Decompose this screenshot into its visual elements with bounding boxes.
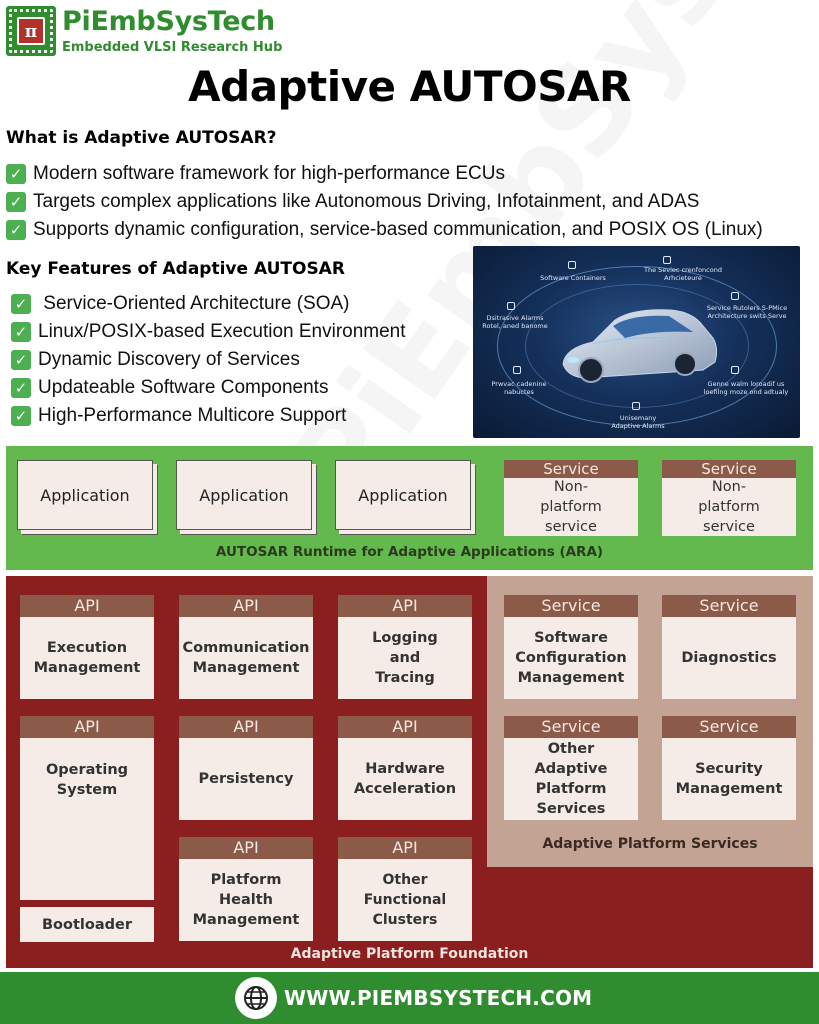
check-mark-icon: ✓ [11,378,31,398]
service-header: Service [504,716,638,738]
car-image [562,309,718,383]
service-header: Service [504,460,638,478]
service-block-diagnostics: Service Diagnostics [662,595,796,699]
feature-item: ✓High-Performance Multicore Support [11,405,346,427]
api-header: API [179,716,313,738]
application-block: Application [176,460,312,530]
brand-tagline: Embedded VLSI Research Hub [62,40,283,55]
footer: WWW.PIEMBSYSTECH.COM [0,972,819,1024]
what-is-item: ✓Modern software framework for high-perf… [6,163,505,185]
api-body: Hardware Acceleration [353,761,457,797]
illus-label: Software Containers [540,274,606,282]
api-header: API [338,595,472,617]
service-body: Other Adaptive Platform Services [534,741,608,817]
illus-label: Service Rutolers S-PMice Architecture sw… [706,304,788,320]
service-block-other-adaptive-platform-services: Service Other Adaptive Platform Services [504,716,638,820]
check-mark-icon: ✓ [6,220,26,240]
api-block-logging-tracing: API Logging and Tracing [338,595,472,699]
service-header: Service [504,595,638,617]
illus-label: Unisemany Adaptive Alarms [611,414,665,430]
service-block-software-configuration-management: Service Software Configuration Managemen… [504,595,638,699]
service-block-security-management: Service Security Management [662,716,796,820]
application-block: Application [335,460,471,530]
check-mark-icon: ✓ [11,294,31,314]
check-mark-icon: ✓ [6,164,26,184]
api-block-hardware-acceleration: API Hardware Acceleration [338,716,472,820]
service-body: Non-platform service [698,479,760,535]
api-block-other-functional-clusters: API Other Functional Clusters [338,837,472,941]
service-body: Software Configuration Management [515,630,627,686]
service-body: Security Management [675,761,783,797]
api-body: Other Functional Clusters [363,872,447,928]
check-mark-icon: ✓ [11,406,31,426]
illus-label: Prwvac cadenine nabuctes [491,380,547,396]
service-body: Non-platform service [540,479,602,535]
api-header: API [338,716,472,738]
what-is-item: ✓Supports dynamic configuration, service… [6,219,763,241]
bootloader-block: Bootloader [20,907,154,942]
non-platform-service-block: Service Non-platform service [504,460,638,536]
what-is-item: ✓Targets complex applications like Auton… [6,191,699,213]
feature-item: ✓Updateable Software Components [11,377,328,399]
page-title: Adaptive AUTOSAR [188,62,631,111]
what-is-heading: What is Adaptive AUTOSAR? [6,128,277,148]
api-block-communication-management: API Communication Management [179,595,313,699]
pi-chip-logo-icon: π [6,6,56,56]
service-header: Service [662,595,796,617]
illus-label: The Seviec crenfoncond Arhcieteure [644,266,722,282]
api-body: Platform Health Management [192,872,300,928]
feature-item: ✓Dynamic Discovery of Services [11,349,300,371]
application-block: Application [17,460,153,530]
api-block-persistency: API Persistency [179,716,313,820]
api-header: API [179,595,313,617]
car-illustration: Software Containers The Seviec crenfonco… [473,246,800,438]
check-mark-icon: ✓ [11,350,31,370]
service-body: Diagnostics [681,650,777,666]
ara-label: AUTOSAR Runtime for Adaptive Application… [215,544,604,560]
service-header: Service [662,716,796,738]
illus-label: Genne walm loroadif us loefilng moze ond… [703,380,789,396]
globe-icon [235,977,277,1019]
adaptive-platform-services-label: Adaptive Platform Services [542,836,758,852]
api-block-operating-system: API Operating System [20,716,154,900]
api-header: API [20,716,154,738]
feature-item: ✓ Service-Oriented Architecture (SOA) [11,293,350,315]
illus-label: Dsitrasive Alarms Rotel, aned banome [482,314,548,330]
check-mark-icon: ✓ [11,322,31,342]
ara-layer: Application Application Application Serv… [6,446,813,570]
check-mark-icon: ✓ [6,192,26,212]
adaptive-platform-foundation-label: Adaptive Platform Foundation [290,946,529,962]
api-block-execution-management: API Execution Management [20,595,154,699]
api-body: Persistency [198,771,294,787]
feature-item: ✓Linux/POSIX-based Execution Environment [11,321,406,343]
api-header: API [20,595,154,617]
api-block-platform-health-management: API Platform Health Management [179,837,313,941]
api-body: Operating System [45,762,129,798]
key-features-heading: Key Features of Adaptive AUTOSAR [6,259,345,279]
non-platform-service-block: Service Non-platform service [662,460,796,536]
api-body: Logging and Tracing [372,630,438,686]
website-link[interactable]: WWW.PIEMBSYSTECH.COM [284,986,593,1010]
api-header: API [179,837,313,859]
service-header: Service [662,460,796,478]
brand-name: PiEmbSysTech [62,6,275,37]
api-body: Execution Management [33,640,141,676]
api-body: Communication Management [182,640,310,676]
api-header: API [338,837,472,859]
